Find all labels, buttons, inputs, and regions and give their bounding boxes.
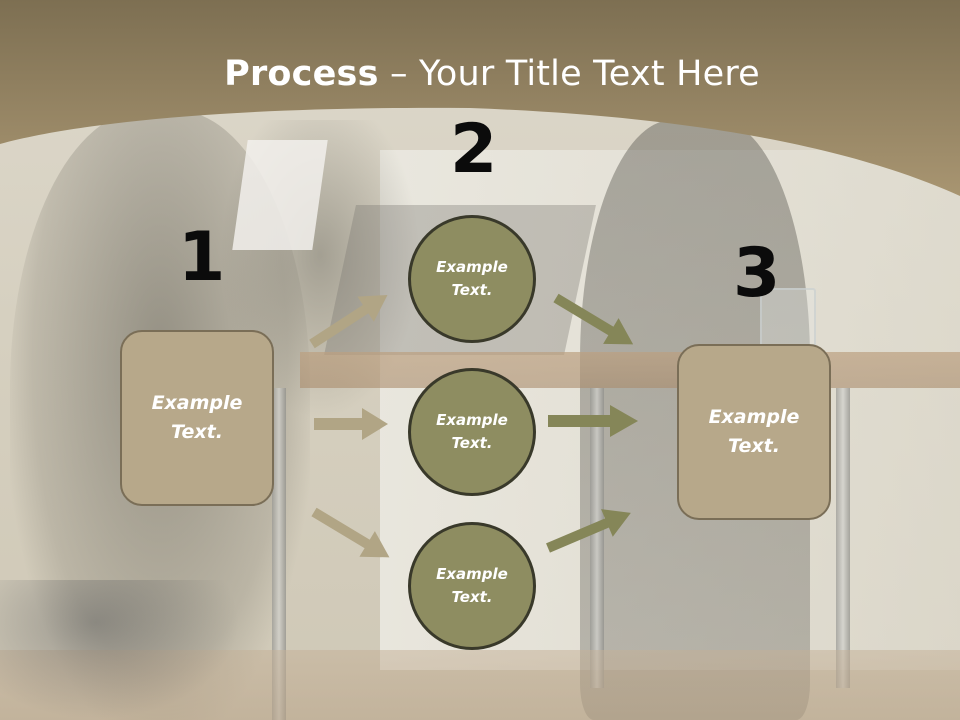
step-2-circle-middle-text: Example Text.: [436, 411, 508, 452]
step-2-circle-middle: Example Text.: [408, 368, 536, 496]
arrow-middle-to-3: [548, 405, 638, 437]
arrow-1-to-top: [309, 294, 388, 349]
title-rest: – Your Title Text Here: [378, 54, 760, 94]
step-1-box: Example Text.: [120, 330, 274, 506]
background-floor: [0, 650, 960, 720]
background-table-leg: [836, 388, 850, 688]
step-2-circle-top-text: Example Text.: [436, 258, 508, 299]
arrow-1-to-middle: [314, 408, 388, 440]
arrow-top-to-3: [553, 293, 634, 345]
background-table: [300, 352, 960, 388]
step-1-box-text: Example Text.: [151, 392, 243, 443]
step-number-2: 2: [450, 110, 498, 189]
step-number-1: 1: [178, 218, 226, 297]
background-chair: [0, 580, 240, 720]
background-table-leg: [272, 388, 286, 720]
step-3-box: Example Text.: [677, 344, 831, 520]
background-table-leg: [590, 388, 604, 688]
step-2-circle-top: Example Text.: [408, 215, 536, 343]
step-3-box-text: Example Text.: [708, 406, 800, 457]
step-2-circle-bottom-text: Example Text.: [436, 565, 508, 606]
step-number-3: 3: [733, 234, 781, 313]
page-title: Process – Your Title Text Here: [0, 54, 960, 94]
arrow-1-to-bottom: [311, 507, 390, 558]
title-bold: Process: [224, 54, 379, 94]
step-2-circle-bottom: Example Text.: [408, 522, 536, 650]
title-band: [0, 0, 960, 196]
arrow-bottom-to-3: [546, 509, 631, 553]
